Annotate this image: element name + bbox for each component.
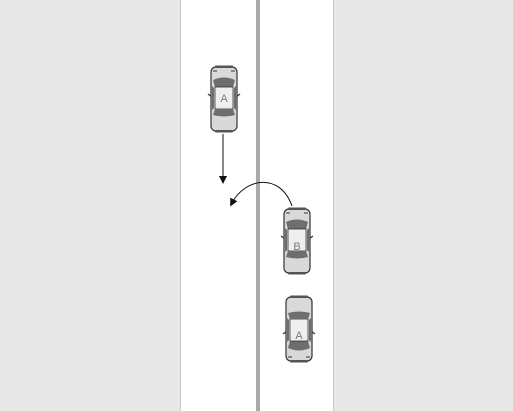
car-b-label: B [293,241,300,253]
car-a-south: A [282,294,316,364]
left-shoulder [0,0,180,411]
car-a-south-label: A [295,330,303,342]
curved-arrow [230,181,293,207]
center-divider [256,0,260,411]
car-a-north-label: A [220,93,228,105]
right-shoulder [334,0,513,411]
car-a-north: A [207,64,241,134]
car-b: B [280,206,314,276]
